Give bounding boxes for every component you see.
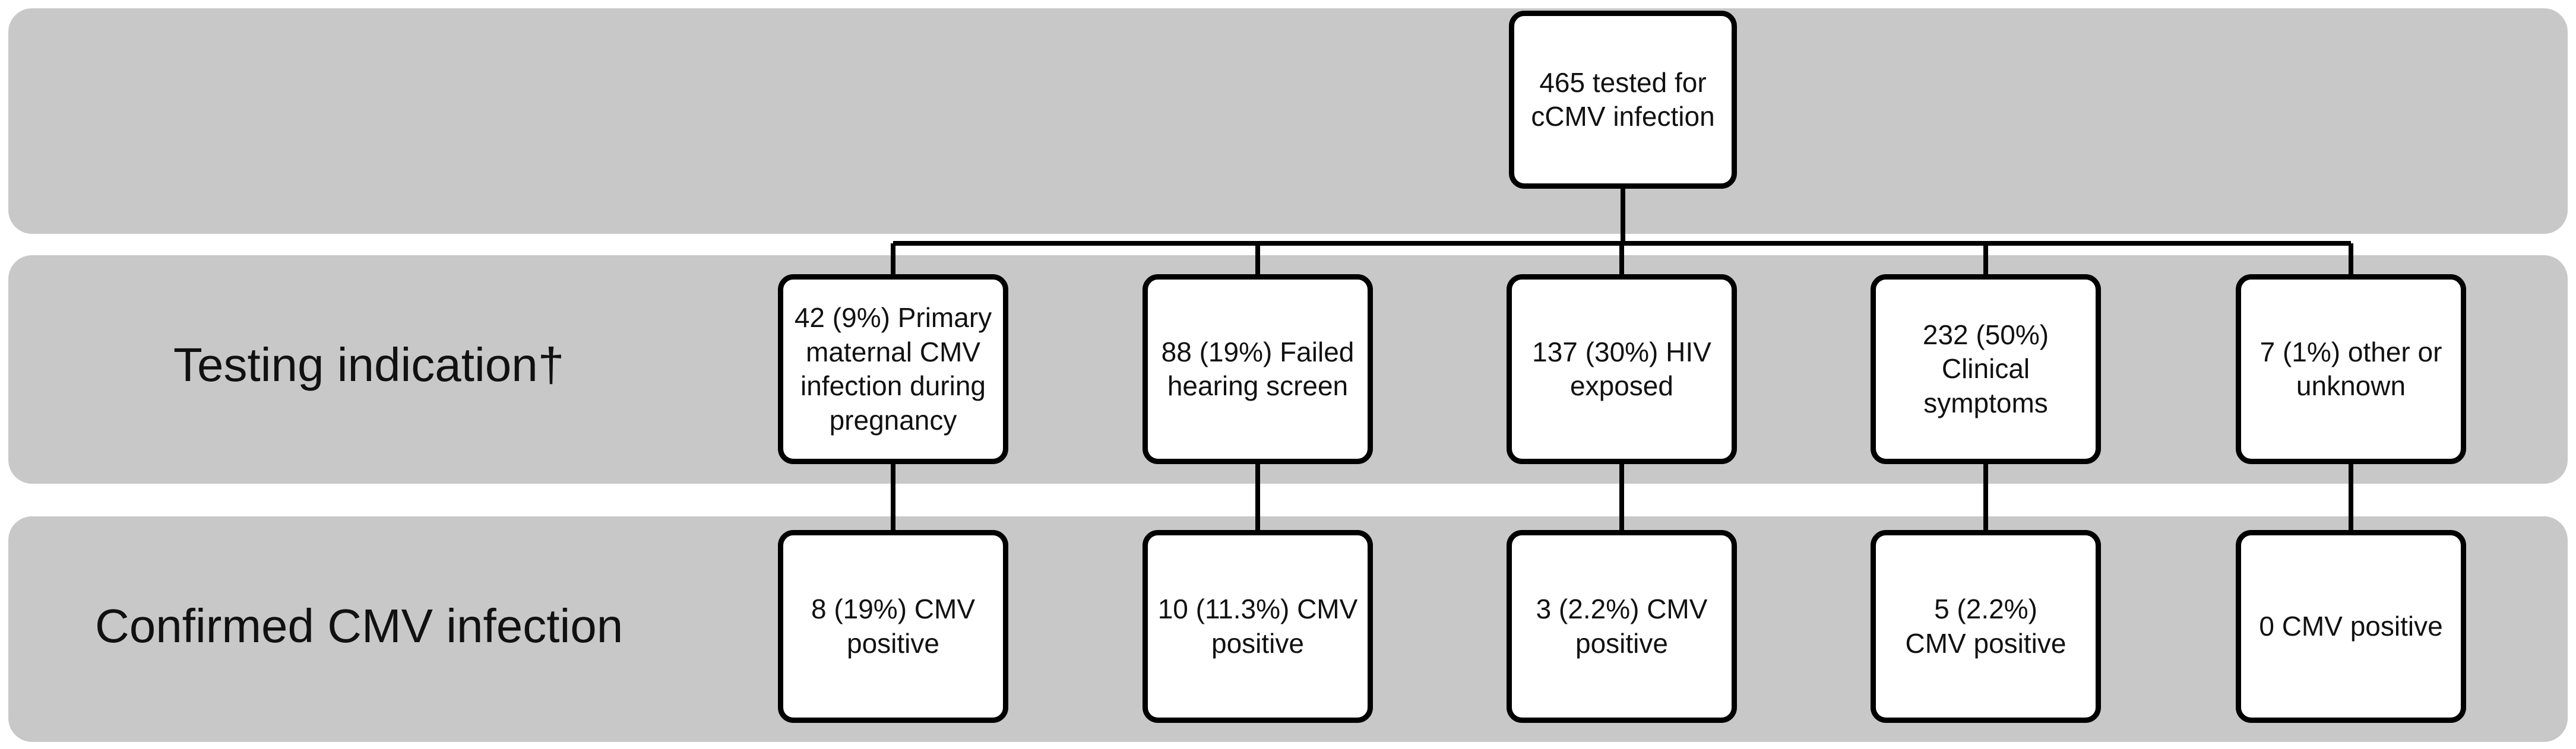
indication-box-failed-hearing: 88 (19%) Failed hearing screen [1143,274,1373,464]
row-label-testing-indication: Testing indication† [173,338,565,391]
box-line: symptoms [1923,387,2048,418]
box-line: positive [1575,627,1668,659]
result-box-clinical-symptoms: 5 (2.2%) CMV positive [1871,530,2101,723]
result-box-hiv-exposed: 3 (2.2%) CMV positive [1507,530,1737,723]
indication-box-other-unknown: 7 (1%) other or unknown [2236,274,2466,464]
box-line: exposed [1570,370,1673,401]
box-line: 7 (1%) other or [2259,336,2442,367]
box-line: 0 CMV positive [2259,610,2443,642]
row-label-confirmed-infection: Confirmed CMV infection [95,599,624,652]
box-line: positive [847,627,939,659]
box-line: 465 tested for [1539,66,1707,98]
box-line: 232 (50%) [1922,319,2049,350]
indication-box-primary-maternal: 42 (9%) Primary maternal CMV infection d… [778,274,1008,464]
indication-box-clinical-symptoms: 232 (50%) Clinical symptoms [1871,274,2101,464]
box-line: 10 (11.3%) CMV [1157,594,1358,624]
box-line: CMV positive [1905,627,2067,659]
band-total-tested [8,8,2568,234]
box-line: cCMV infection [1531,101,1715,132]
box-line: positive [1211,627,1304,659]
box-line: 8 (19%) CMV [811,594,976,624]
result-box-failed-hearing: 10 (11.3%) CMV positive [1143,530,1373,723]
box-line: unknown [2296,370,2406,401]
box-line: 88 (19%) Failed [1161,336,1355,367]
box-line: hearing screen [1167,370,1349,401]
indication-box-hiv-exposed: 137 (30%) HIV exposed [1507,274,1737,464]
box-line: 42 (9%) Primary [794,302,992,333]
box-line: 137 (30%) HIV [1532,336,1711,367]
total-tested-box: 465 tested for cCMV infection [1509,11,1737,189]
box-line: maternal CMV [806,336,980,367]
box-line: infection during [800,370,986,401]
result-box-primary-maternal: 8 (19%) CMV positive [778,530,1008,723]
box-line: 3 (2.2%) CMV [1536,594,1708,624]
box-line: Clinical [1941,353,2030,385]
result-box-other-unknown: 0 CMV positive [2236,530,2466,723]
box-line: pregnancy [829,404,957,436]
box-line: 5 (2.2%) [1934,594,2037,624]
